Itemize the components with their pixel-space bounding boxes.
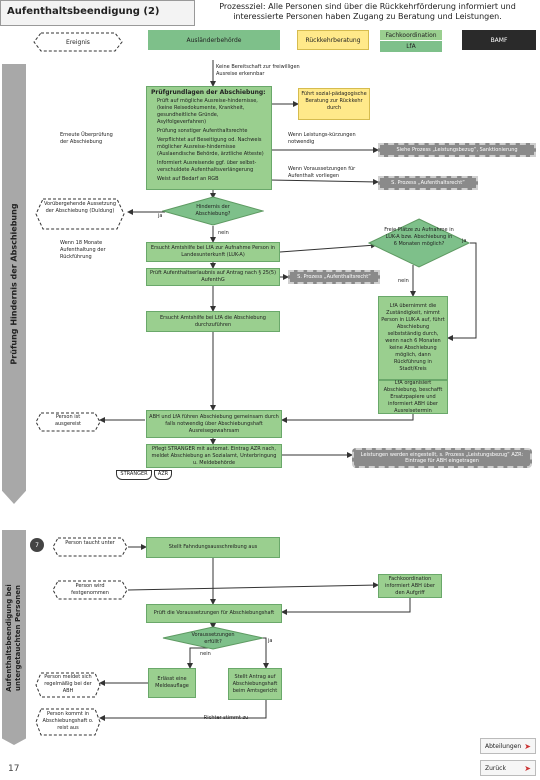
person-festgenommen: Person wird festgenommen [71, 583, 109, 596]
page-number: 17 [8, 764, 20, 774]
pruefung-aufenthalt-box: Prüft Aufenthaltserlaubnis auf Antrag na… [146, 268, 280, 286]
lane-bamf: BAMF [462, 30, 536, 50]
lane-ereignis: Ereignis [66, 38, 90, 46]
fuehrt-beratung-box: Führt sozial-pädagogische Beratung zur R… [298, 88, 370, 120]
azr-doc: AZR [154, 470, 172, 480]
wenn-18-label: Wenn 18 Monate Aufenthaltung der Rückfüh… [60, 240, 106, 260]
wenn-leistungen-label: Wenn Leistungs-kürzungen notwendig [288, 132, 356, 145]
ja-label: ja [158, 213, 163, 219]
erlaesst-meldeauflage-box: Erlässt eine Meldeauflage [148, 668, 196, 698]
zurueck-label: Zurück [485, 764, 506, 772]
stranger-doc: STRANGER [116, 470, 152, 480]
lfa-organisiert-box: LfA organisiert Abschiebung, beschafft E… [378, 380, 448, 414]
keine-bereitschaft-label: Keine Bereitschaft zur freiwilligen Ausr… [216, 64, 300, 77]
leistungen-eingestellt-box[interactable]: Leistungen werden eingestellt, s. Prozes… [352, 448, 532, 468]
wenn-voraussetzungen-label: Wenn Voraussetzungen für Aufenthalt vorl… [288, 166, 356, 179]
freie-plaetze-label: Freie Plätze zu Aufnahme in LUK-A bzw. A… [384, 227, 454, 247]
ja-label: ja [268, 638, 273, 644]
prueft-voraussetzungen-box: Prüft die Voraussetzungen für Abschiebun… [146, 604, 282, 623]
pruefgrundlagen-bullet: Weist auf Bedarf an RGB [157, 176, 219, 182]
fachkoord-informiert-box: Fachkoordination informiert ABH über den… [378, 574, 442, 598]
ja-label: ja [462, 238, 467, 244]
person-taucht-unter: Person taucht unter [65, 540, 115, 546]
abh-lfa-box: ABH und LfA führen Abschiebung gemeinsam… [146, 410, 282, 438]
step-number-badge: 7 [30, 538, 44, 552]
lfa-uebernimmt-box: LfA übernimmt die Zuständigkeit, nimmt P… [378, 296, 448, 380]
pruefgrundlagen-bullet: Informiert Ausreisende ggf. über selbst-… [157, 160, 257, 173]
hindernis-label: Hindernis der Abschiebung? [195, 204, 231, 217]
link-icon: ➤ [524, 741, 531, 751]
s-prozess-aufenthaltsrecht[interactable]: S. Prozess „Aufenthaltsrecht“ [378, 176, 478, 190]
ersucht-amtshilfe-box: Ersucht Amtshilfe bei LfA die Abschiebun… [146, 311, 280, 332]
siehe-prozess-leistungsbezug[interactable]: Siehe Prozess „Leistungsbezug“, Sanktion… [378, 143, 536, 157]
abteilungen-button[interactable]: Abteilungen ➤ [480, 738, 536, 754]
stellt-antrag-box: Stellt Antrag auf Abschiebungshaft beim … [228, 668, 282, 700]
ersucht-lfa-box: Ersucht Amtshilfe bei LfA zur Aufnahme P… [146, 242, 280, 262]
pflegt-stranger-box: Pflegt STRANGER mit automat. Eintrag AZR… [146, 444, 282, 468]
erneute-pruefung-label: Erneute Überprüfung der Abschiebung [60, 132, 113, 145]
person-meldet: Person meldet sich regelmäßig bei der AB… [44, 674, 92, 694]
section-pruefung-banner: Prüfung Hindernis der Abschiebung [2, 64, 26, 504]
person-meldet-hexagon [35, 672, 101, 698]
lane-lfa: LfA [380, 41, 442, 52]
freie-plaetze-diamond [368, 218, 470, 268]
nein-label: nein [398, 278, 409, 284]
page-title: Aufenthaltsbeendigung (2) [0, 0, 195, 26]
person-ausgereist: Person ist ausgereist [54, 414, 82, 427]
person-taucht-unter-hexagon [52, 537, 128, 557]
nein-label: nein [218, 230, 229, 236]
pruefgrundlagen-bullet: Verpflichtet auf Beseitigung od. Nachwei… [157, 137, 264, 157]
process-goal: Prozessziel: Alle Personen sind über die… [195, 0, 540, 26]
lane-rueckkehrberatung: Rückkehrberatung [297, 30, 369, 50]
pruefgrundlagen-bullet: Prüft auf mögliche Ausreise-hindernisse,… [157, 98, 258, 125]
nein-label: nein [200, 651, 211, 657]
lane-auslaenderbehoerde: Ausländerbehörde [148, 30, 280, 50]
vorruebergehende-aussetzung: Vorübergehende Aussetzung der Abschiebun… [43, 201, 116, 214]
lane-ereignis-hexagon [33, 32, 123, 52]
person-kommt: Person kommt in Abschiebungshaft o. reis… [42, 711, 94, 731]
s-prozess-aufenthaltsrecht-2[interactable]: S. Prozess „Aufenthaltsrecht“ [288, 270, 380, 284]
vorruebergehende-hexagon [35, 198, 125, 230]
person-kommt-hexagon [35, 708, 101, 736]
pruefgrundlagen-bullet: Prüfung sonstiger Aufenthaltsrechte [157, 128, 248, 134]
voraussetzungen-label: Voraussetzungen erfüllt? [191, 632, 235, 645]
pruefgrundlagen-title: Prüfgrundlagen der Abschiebung: [151, 89, 266, 96]
person-ausgereist-hexagon [35, 412, 101, 432]
stellt-fahndung-box: Stellt Fahndungsausschreibung aus [146, 537, 280, 558]
zurueck-button[interactable]: Zurück ➤ [480, 760, 536, 776]
lfa-uebernimmt-text: LfA übernimmt die Zuständigkeit, nimmt P… [381, 303, 445, 372]
person-festgenommen-hexagon [52, 580, 128, 600]
pruefgrundlagen-box: Prüfgrundlagen der Abschiebung: Prüft au… [146, 86, 272, 190]
lane-fachkoordination: Fachkoordination [380, 30, 442, 40]
richter-stimmt-label: Richter stimmt zu [203, 715, 249, 721]
link-icon: ➤ [524, 763, 531, 773]
abteilungen-label: Abteilungen [485, 742, 522, 750]
section-untergetaucht-banner: Aufenthaltsbeendigung bei untergetauchte… [2, 530, 26, 745]
voraussetzungen-diamond [162, 626, 264, 650]
hindernis-diamond [162, 196, 264, 226]
